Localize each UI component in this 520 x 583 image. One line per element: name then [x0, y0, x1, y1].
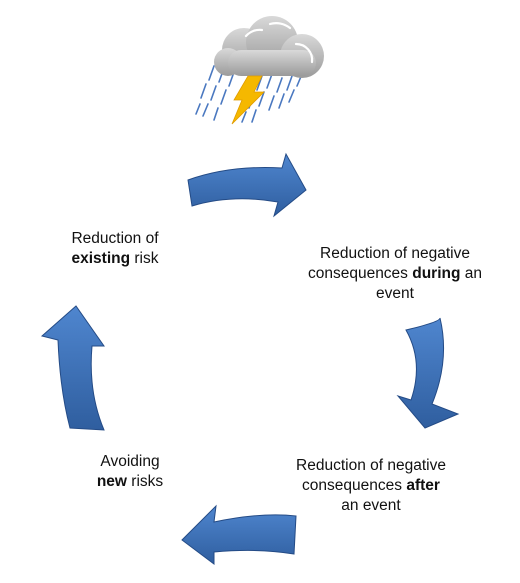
- lightning-bolt-icon: [231, 75, 265, 125]
- cloud-shape: [214, 16, 324, 78]
- step-2-text-pre: Reduction of negative consequences: [307, 245, 470, 282]
- step-1-text-bold: existing: [71, 250, 131, 267]
- step-4-text-post: risks: [131, 473, 164, 490]
- step-label-after-event: Reduction of negative consequences after…: [296, 456, 446, 516]
- step-3-text-post: an event: [341, 497, 401, 514]
- step-1-text-post: risk: [134, 250, 159, 267]
- arrow-bottom: [181, 504, 297, 565]
- arrow-left: [40, 305, 105, 431]
- step-label-new-risks: Avoiding new risks: [70, 452, 190, 492]
- cloud-highlights: [244, 22, 314, 64]
- step-label-existing-risk: Reduction of existing risk: [40, 229, 190, 269]
- step-2-text-bold: during: [412, 265, 461, 282]
- arrow-top: [187, 152, 307, 218]
- storm-cloud-icon: [195, 16, 324, 125]
- step-4-text-bold: new: [96, 473, 127, 490]
- arrow-right: [396, 317, 460, 429]
- step-3-text-pre: Reduction of negative consequences: [296, 457, 446, 494]
- step-2-text-post: an event: [376, 265, 483, 302]
- step-label-during-event: Reduction of negative consequences durin…: [290, 244, 500, 304]
- step-4-text-pre: Avoiding: [100, 453, 160, 470]
- step-1-text-pre: Reduction of: [71, 230, 159, 247]
- step-3-text-bold: after: [406, 477, 440, 494]
